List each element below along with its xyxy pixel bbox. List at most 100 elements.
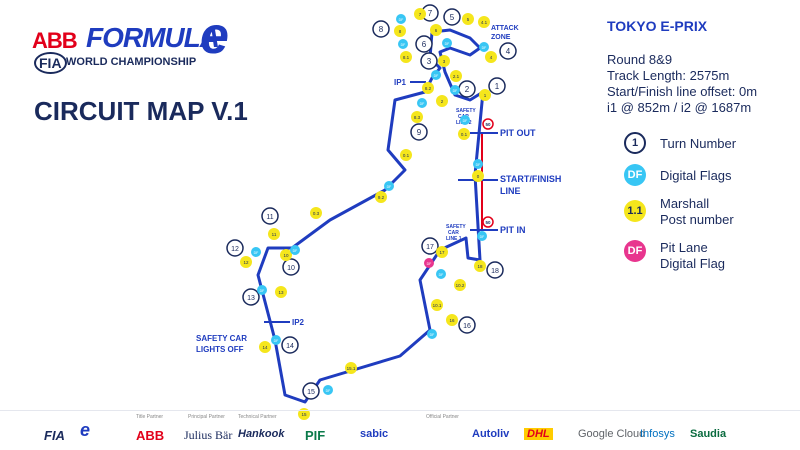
svg-text:6: 6 (435, 28, 438, 33)
pit-out-label: PIT OUT (500, 128, 536, 138)
official-partner-caption: Official Partner (426, 414, 459, 420)
svg-text:DF: DF (480, 235, 485, 239)
speed-limit-sign-in: 50 (482, 216, 494, 228)
technical-partner-caption: Technical Partner (238, 414, 277, 420)
formula-e-footer-logo: e (80, 420, 91, 440)
digital-flag-2: DF (442, 38, 452, 48)
svg-text:17: 17 (439, 250, 445, 255)
marshal-post-8-2: 8.2 (422, 82, 434, 94)
marshal-post-17: 17 (436, 246, 448, 258)
sc-line1-label-1: SAFETY (446, 224, 466, 230)
svg-text:18: 18 (477, 264, 483, 269)
digital-flag-1: DF (396, 14, 406, 24)
svg-text:DF: DF (420, 102, 425, 106)
marshal-post-4: 4 (485, 51, 497, 63)
svg-text:12: 12 (243, 260, 249, 265)
google-cloud-sponsor: Google Cloud (578, 428, 646, 440)
marshal-post-13: 13 (275, 286, 287, 298)
svg-text:9: 9 (417, 128, 422, 137)
legend-pitflag-symbol: DF (624, 240, 646, 262)
marshal-post-7: 7 (414, 8, 426, 20)
event-round: Round 8&9 (607, 52, 673, 67)
svg-text:DF: DF (293, 249, 298, 253)
digital-flag-6: DF (450, 85, 460, 95)
marshal-post-15: 15 (298, 408, 310, 420)
marshal-post-0-3: 0.3 (310, 207, 322, 219)
marshal-post-6: 6 (430, 24, 442, 36)
svg-text:1: 1 (484, 93, 487, 98)
turn-marker-1: 1 (488, 77, 506, 95)
turn-marker-3: 3 (420, 52, 438, 70)
svg-text:DF: DF (399, 18, 404, 22)
marshal-post-9-2: 9.2 (375, 191, 387, 203)
svg-text:15: 15 (307, 389, 315, 396)
event-offset: Start/Finish line offset: 0m (607, 84, 758, 99)
svg-text:11: 11 (266, 214, 273, 221)
svg-text:2.1: 2.1 (453, 74, 460, 79)
digital-flag-4: DF (431, 70, 441, 80)
marshal-post-2-1: 2.1 (450, 70, 462, 82)
svg-text:3: 3 (427, 57, 432, 66)
hankook-sponsor: Hankook (238, 428, 285, 440)
marshal-post-3: 3 (438, 55, 450, 67)
svg-text:9.2: 9.2 (378, 195, 385, 200)
digital-flag-3: DF (398, 39, 408, 49)
sc-line1-label-3: LINE 1 (446, 236, 462, 242)
marshal-post-8-3: 8.3 (411, 111, 423, 123)
svg-text:8: 8 (399, 29, 402, 34)
pif-sponsor: PIF (305, 428, 326, 443)
sc-lights-off-label-1: SAFETY CAR (196, 334, 247, 343)
svg-text:15: 15 (301, 412, 307, 417)
svg-text:DF: DF (430, 333, 435, 337)
ip1-label: IP1 (394, 78, 407, 87)
svg-text:0.1: 0.1 (403, 153, 410, 158)
legend-pitflag-label: Pit Lane (660, 240, 708, 255)
julius-baer-sponsor: Julius Bär (184, 428, 233, 442)
turn-marker-11: 11 (261, 207, 279, 225)
svg-text:2: 2 (441, 99, 444, 104)
svg-text:2: 2 (465, 85, 470, 94)
svg-text:DF: DF (482, 46, 487, 50)
dhl-sponsor: DHL (524, 428, 553, 440)
svg-text:DF: DF (434, 74, 439, 78)
legend-marshal-symbol: 1.1 (624, 200, 646, 222)
turn-marker-10: 10 (282, 258, 300, 276)
turn-marker-4: 4 (499, 42, 517, 60)
turn-marker-16: 16 (458, 316, 476, 334)
event-track-length: Track Length: 2575m (607, 68, 730, 83)
marshal-post-2: 2 (436, 95, 448, 107)
formula-logo: FORMULA (86, 22, 220, 53)
svg-text:14: 14 (286, 343, 294, 350)
speed-limit-sign-out: 50 (482, 118, 494, 130)
digital-flag-8: DF (417, 98, 427, 108)
marshal-post-5: 5 (462, 13, 474, 25)
svg-text:DF: DF (445, 42, 450, 46)
turn-marker-14: 14 (281, 336, 299, 354)
marshal-post-11: 11 (268, 228, 280, 240)
legend-marshal-label: Marshall (660, 196, 710, 211)
svg-text:DF: DF (463, 119, 468, 123)
turn-marker-12: 12 (226, 239, 244, 257)
svg-text:6: 6 (422, 40, 427, 49)
speed-limit-out-text: 50 (485, 122, 491, 127)
svg-text:DF: DF (453, 89, 458, 93)
svg-text:16: 16 (449, 318, 455, 323)
infosys-sponsor: Infosys (640, 428, 675, 440)
track-line (256, 28, 485, 404)
svg-text:DF: DF (387, 185, 392, 189)
svg-text:DF: DF (274, 339, 279, 343)
svg-text:4: 4 (506, 47, 511, 56)
legend-turn-symbol: 1 (624, 132, 646, 154)
event-intervals: i1 @ 852m / i2 @ 1687m (607, 100, 752, 115)
svg-text:DF: DF (254, 251, 259, 255)
svg-text:DF: DF (260, 289, 265, 293)
turn-marker-8: 8 (372, 20, 390, 38)
svg-text:11: 11 (272, 232, 277, 237)
legend-pitflag-label2: Digital Flag (660, 256, 726, 271)
sc-line1-label-2: CAR (448, 230, 459, 236)
svg-text:17: 17 (426, 244, 434, 251)
legend-turn-label: Turn Number (660, 136, 737, 151)
svg-text:5: 5 (450, 13, 455, 22)
sabic-sponsor: sabic (360, 428, 389, 440)
marshal-post-0-1-a: 0.1 (458, 128, 470, 140)
